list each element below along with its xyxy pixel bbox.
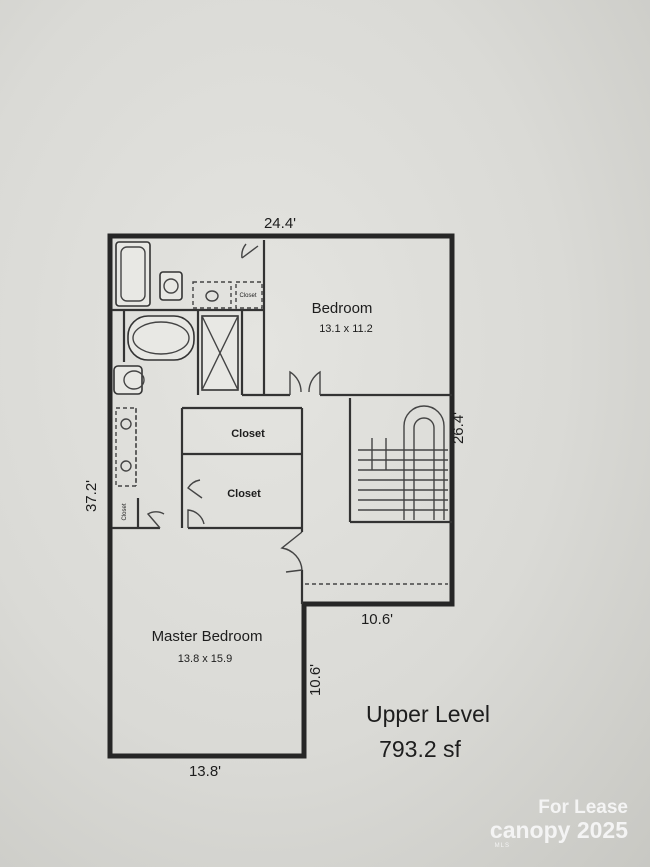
bottom-width-label: 13.8' — [189, 763, 221, 780]
left-depth-label: 37.2' — [83, 480, 100, 512]
top-width-label: 24.4' — [264, 215, 296, 232]
door-swings — [146, 243, 321, 573]
small-closet-label-2: Closet — [122, 503, 128, 520]
watermark-logo: For Lease canopy 2025 MLS — [490, 798, 628, 849]
interior-walls — [112, 240, 452, 604]
bathtub-icon — [115, 241, 151, 307]
bathroom-fixtures — [113, 241, 448, 585]
level-title: Upper Level — [366, 701, 490, 727]
bedroom-name: Bedroom — [312, 300, 373, 317]
bedroom-size: 13.1 x 11.2 — [319, 323, 373, 335]
watermark-lease-text: For Lease — [538, 797, 628, 818]
closet-label: Closet — [231, 428, 265, 440]
master-right-label: 10.6' — [307, 664, 324, 696]
staircase — [358, 405, 448, 520]
master-bedroom-name: Master Bedroom — [152, 628, 263, 645]
hall-width-label: 10.6' — [361, 611, 393, 628]
toilet-2-icon — [113, 365, 143, 395]
double-vanity-icon — [115, 407, 137, 487]
soaking-tub-icon — [127, 315, 195, 361]
watermark-mls: MLS — [494, 843, 510, 849]
watermark-year: 2025 — [576, 817, 628, 843]
vanity-icon — [192, 281, 232, 309]
watermark-brand: canopy — [489, 817, 571, 843]
right-depth-label: 26.4' — [450, 412, 467, 444]
closet-label-2: Closet — [227, 488, 261, 500]
exterior-wall — [107, 233, 455, 759]
master-bedroom-size: 13.8 x 15.9 — [178, 653, 232, 665]
level-area: 793.2 sf — [379, 736, 461, 762]
toilet-icon — [159, 271, 183, 301]
small-closet-label: Closet — [239, 293, 256, 299]
